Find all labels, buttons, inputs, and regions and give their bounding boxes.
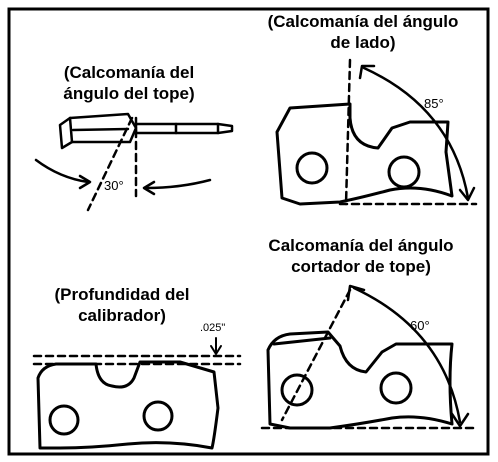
cutter-outline-top-cutter bbox=[266, 330, 454, 430]
rivet-hole-right bbox=[379, 371, 413, 405]
file-tip bbox=[216, 122, 234, 135]
depth-gauge-illustration bbox=[32, 337, 242, 450]
top-cutter-angle-label-line2: cortador de tope) bbox=[291, 257, 431, 276]
cutter-angle-arrowhead-bottom bbox=[450, 412, 470, 428]
top-plate-angle-label: (Calcomanía del ángulo del tope) bbox=[34, 62, 224, 104]
side-plate-angle-label-line1: (Calcomanía del ángulo bbox=[267, 12, 459, 31]
top-angle-arrowhead-right bbox=[142, 180, 156, 196]
top-angle-arc-right bbox=[144, 178, 212, 190]
rivet-hole-left bbox=[280, 373, 314, 407]
side-angle-dashed-vertical bbox=[344, 58, 352, 206]
depth-gauge-label-line1: (Profundidad del bbox=[54, 285, 190, 304]
top-plate-angle-illustration bbox=[34, 112, 234, 212]
top-cutter-angle-label: Calcomanía del ángulo cortador de tope) bbox=[236, 235, 486, 277]
chain-link-shape bbox=[58, 116, 74, 150]
cutter-angle-dashed-line bbox=[280, 288, 352, 422]
top-cutter-angle-label-line1: Calcomanía del ángulo bbox=[268, 236, 454, 255]
top-cutter-angle-illustration bbox=[260, 284, 478, 430]
depth-indicator-arrowhead bbox=[210, 345, 222, 355]
cutter-angle-arc bbox=[352, 286, 462, 424]
depth-gauge-label-line2: calibrador) bbox=[78, 306, 166, 325]
rivet-hole-left bbox=[48, 404, 80, 436]
rivet-hole-right bbox=[387, 155, 421, 189]
side-angle-arc bbox=[362, 66, 470, 200]
cutter-outline-side-plate bbox=[275, 102, 454, 206]
top-plate-angle-value: 30° bbox=[104, 178, 124, 193]
top-angle-dashed-line-a bbox=[86, 116, 134, 212]
side-angle-arrowhead-bottom bbox=[458, 186, 476, 202]
top-plate-angle-label-line2: ángulo del tope) bbox=[63, 84, 195, 103]
top-angle-arrowhead-left bbox=[78, 174, 92, 190]
cutter-angle-arrowhead-top bbox=[346, 284, 366, 302]
side-plate-angle-label: (Calcomanía del ángulo de lado) bbox=[232, 11, 494, 53]
cutter-top-edge bbox=[272, 336, 332, 346]
cutter-inner-line bbox=[71, 127, 130, 132]
top-cutter-angle-value: 60° bbox=[410, 318, 430, 333]
side-plate-angle-illustration bbox=[275, 58, 478, 206]
depth-gauge-label: (Profundidad del calibrador) bbox=[22, 284, 222, 326]
side-angle-arrowhead-top bbox=[358, 64, 376, 80]
rivet-hole-left bbox=[295, 151, 329, 185]
depth-gauge-value: .025" bbox=[200, 322, 226, 334]
rivet-hole-right bbox=[142, 400, 174, 432]
side-plate-angle-label-line2: de lado) bbox=[330, 33, 396, 52]
top-angle-arc-left bbox=[34, 158, 90, 184]
top-plate-angle-label-line1: (Calcomanía del bbox=[63, 63, 195, 82]
side-plate-angle-value: 85° bbox=[424, 96, 444, 111]
figure-border bbox=[7, 7, 490, 456]
